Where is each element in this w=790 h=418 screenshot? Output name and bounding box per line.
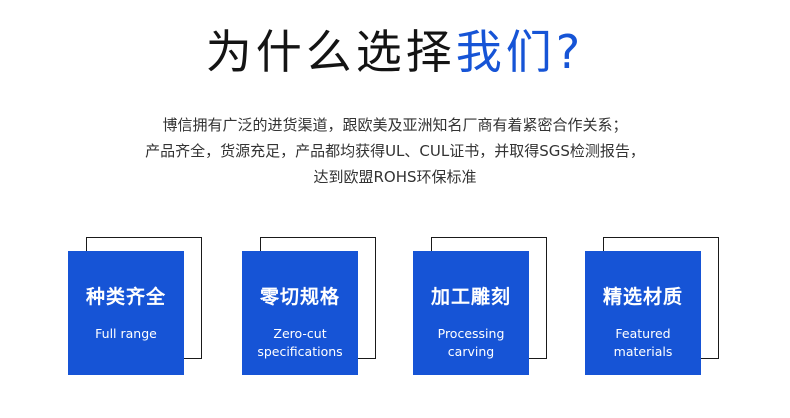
title-black-part: 为什么选择 (205, 25, 456, 79)
card-face: 零切规格 Zero-cut specifications (242, 251, 358, 375)
card-title: 加工雕刻 (430, 286, 511, 308)
card-subtitle-line-1: Full range (95, 326, 157, 341)
intro-paragraph: 博信拥有广泛的进货渠道，跟欧美及亚洲知名厂商有着紧密合作关系； 产品齐全，货源充… (40, 112, 750, 190)
feature-card-full-range: 种类齐全 Full range (68, 237, 202, 375)
intro-line-2: 产品齐全，货源充足，产品都均获得UL、CUL证书，并取得SGS检测报告， (145, 142, 645, 160)
card-face: 精选材质 Featured materials (585, 251, 701, 375)
card-subtitle-line-1: Featured (615, 326, 671, 341)
page-title: 为什么选择我们? (0, 22, 790, 82)
card-title: 精选材质 (602, 286, 683, 308)
card-face: 种类齐全 Full range (68, 251, 184, 375)
intro-line-1: 博信拥有广泛的进货渠道，跟欧美及亚洲知名厂商有着紧密合作关系； (162, 116, 628, 134)
card-subtitle-line-2: carving (447, 344, 495, 359)
card-title: 零切规格 (259, 286, 340, 308)
feature-card-processing: 加工雕刻 Processing carving (413, 237, 547, 375)
feature-card-zero-cut: 零切规格 Zero-cut specifications (242, 237, 376, 375)
card-subtitle-line-1: Zero-cut (273, 326, 327, 341)
card-subtitle-line-1: Processing (437, 326, 505, 341)
feature-card-materials: 精选材质 Featured materials (585, 237, 719, 375)
intro-line-3: 达到欧盟ROHS环保标准 (313, 168, 477, 186)
card-face: 加工雕刻 Processing carving (413, 251, 529, 375)
card-subtitle-line-2: materials (613, 344, 673, 359)
card-subtitle-line-2: specifications (257, 344, 343, 359)
title-blue-part: 我们? (455, 25, 585, 79)
card-title: 种类齐全 (85, 286, 166, 308)
